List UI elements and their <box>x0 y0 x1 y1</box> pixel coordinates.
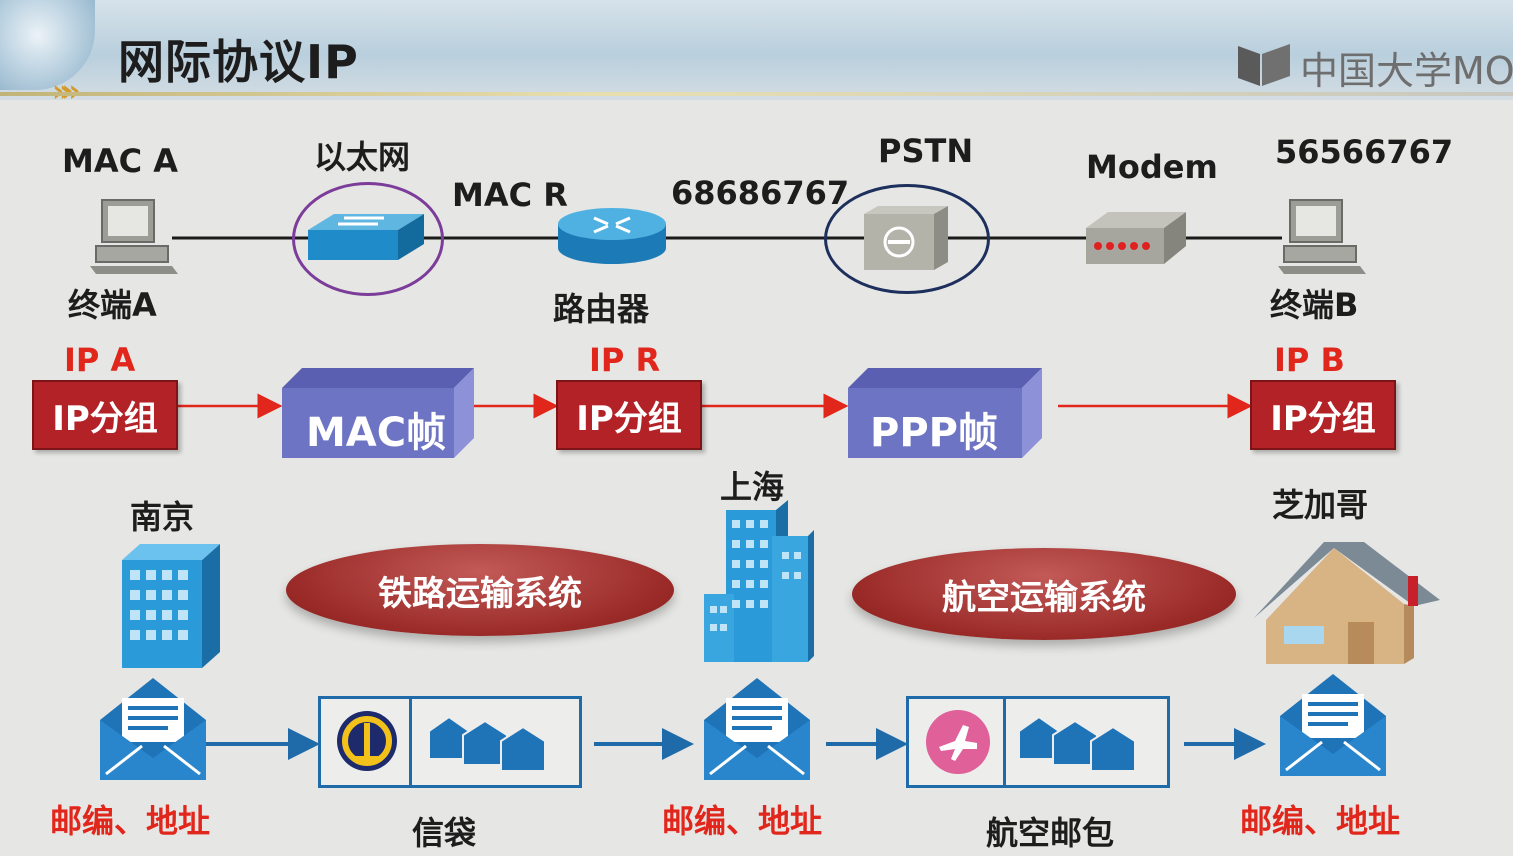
mailbag-label: 信袋 <box>412 814 477 852</box>
airplane-icon <box>925 709 991 775</box>
ip-b-label: IP B <box>1274 341 1345 379</box>
railway-logo-icon <box>335 709 399 773</box>
pstn-ring <box>824 184 990 294</box>
letters-bundle-icon <box>1017 715 1141 773</box>
ppp-frame-box: PPP帧 <box>846 366 1044 460</box>
telephone-switch-icon <box>860 204 950 272</box>
terminal-b-label: 终端B <box>1270 286 1359 324</box>
mailbag-divider <box>409 699 412 785</box>
ip-packet-box: IP分组 <box>1250 380 1396 450</box>
airmail-divider <box>1003 699 1006 785</box>
router-icon <box>556 206 668 268</box>
phone-b-label: 56566767 <box>1275 133 1454 171</box>
mac-frame-box: MAC帧 <box>280 366 476 460</box>
ethernet-label: 以太网 <box>314 138 411 176</box>
brand-logo-text: 中国大学MO <box>1300 49 1513 93</box>
letters-bundle-icon <box>427 715 551 773</box>
air-system-ellipse: 航空运输系统 <box>852 548 1236 640</box>
terminal-a-label: 终端A <box>68 286 157 324</box>
envelope-icon <box>702 676 812 784</box>
page-title: 网际协议IP <box>118 35 359 89</box>
header-divider <box>0 92 1513 96</box>
ip-r-label: IP R <box>589 341 661 379</box>
pstn-label: PSTN <box>878 132 974 170</box>
ip-packet-box: IP分组 <box>32 380 178 450</box>
rail-system-ellipse: 铁路运输系统 <box>286 544 674 636</box>
ppp-frame-label: PPP帧 <box>870 410 998 456</box>
house-icon <box>1254 540 1440 666</box>
computer-icon <box>1276 196 1368 276</box>
address-label: 邮编、地址 <box>1240 802 1401 840</box>
nanjing-label: 南京 <box>130 498 195 536</box>
skyscraper-icon <box>702 496 814 664</box>
mac-a-label: MAC A <box>62 142 178 180</box>
shanghai-label: 上海 <box>720 468 785 506</box>
chicago-label: 芝加哥 <box>1272 486 1369 524</box>
airmail-box <box>906 696 1170 788</box>
switch-icon <box>304 208 428 264</box>
address-label: 邮编、地址 <box>662 802 823 840</box>
router-label: 路由器 <box>553 290 650 328</box>
mac-r-label: MAC R <box>452 176 568 214</box>
ethernet-ring <box>292 182 444 296</box>
header-bar: »» 网际协议IP 中国大学MO <box>0 0 1513 109</box>
airmail-label: 航空邮包 <box>986 814 1115 852</box>
address-label: 邮编、地址 <box>50 802 211 840</box>
building-icon <box>120 540 224 670</box>
ip-a-label: IP A <box>64 341 136 379</box>
mailbag-box <box>318 696 582 788</box>
envelope-icon <box>1278 672 1388 780</box>
envelope-icon <box>98 676 208 784</box>
modem-label: Modem <box>1086 148 1218 186</box>
modem-icon <box>1084 206 1188 268</box>
phone-r-label: 68686767 <box>671 174 850 212</box>
computer-icon <box>88 196 180 276</box>
mooc-logo-icon <box>1238 42 1290 88</box>
ip-packet-box: IP分组 <box>556 380 702 450</box>
mac-frame-label: MAC帧 <box>306 410 447 456</box>
